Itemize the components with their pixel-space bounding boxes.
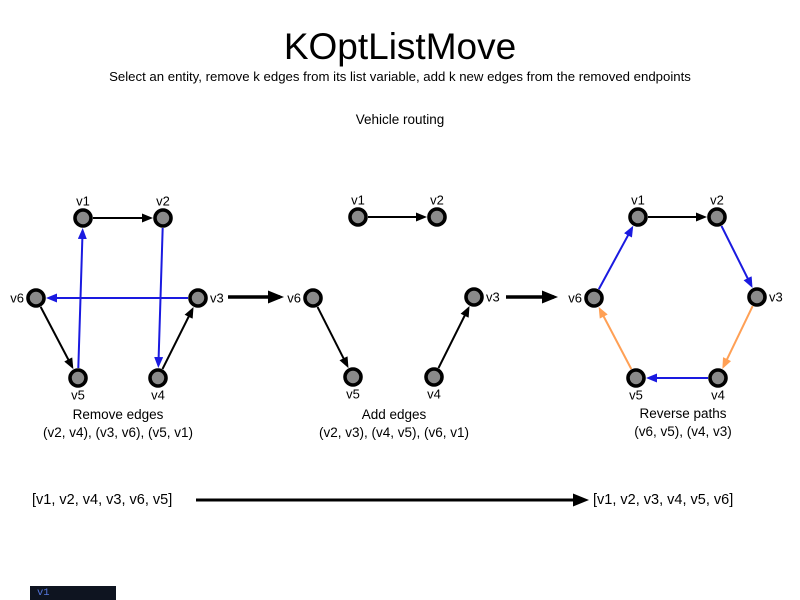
node-label-v3: v3 <box>486 290 500 305</box>
node-v1 <box>628 207 648 227</box>
subtitle: Select an entity, remove k edges from it… <box>109 69 691 84</box>
remove-edges-graph-caption: Remove edges <box>73 407 164 422</box>
page-title: KOptListMove <box>283 26 517 67</box>
node-label-v6: v6 <box>287 291 301 306</box>
node-v1 <box>73 208 93 228</box>
edge-v4-v3 <box>437 305 470 369</box>
node-v5 <box>343 367 363 387</box>
node-label-v2: v2 <box>156 194 170 209</box>
list-before: [v1, v2, v4, v3, v6, v5] <box>32 492 173 508</box>
reverse-paths-graph-detail: (v6, v5), (v4, v3) <box>634 424 732 439</box>
edge-v3-v4 <box>722 305 754 369</box>
node-label-v4: v4 <box>711 388 725 403</box>
node-v2 <box>153 208 173 228</box>
node-v4 <box>148 368 168 388</box>
node-label-v1: v1 <box>76 194 90 209</box>
node-label-v1: v1 <box>351 193 365 208</box>
reverse-paths-graph-caption: Reverse paths <box>639 406 726 421</box>
edge-v2-v4 <box>154 227 164 369</box>
edge-v6-v5 <box>39 306 74 370</box>
node-v6 <box>303 288 323 308</box>
node-v2 <box>427 207 447 227</box>
add-edges-graph-caption: Add edges <box>362 407 427 422</box>
flow-arrows-layer <box>196 290 589 507</box>
code-block-text: v1 <box>37 587 50 599</box>
node-v6 <box>584 288 604 308</box>
list-after: [v1, v2, v3, v4, v5, v6] <box>593 492 734 508</box>
node-v5 <box>68 368 88 388</box>
node-label-v5: v5 <box>71 388 85 403</box>
node-label-v6: v6 <box>10 291 24 306</box>
node-label-v6: v6 <box>568 291 582 306</box>
node-v3 <box>188 288 208 308</box>
node-v5 <box>626 368 646 388</box>
node-label-v3: v3 <box>210 291 224 306</box>
edge-v6-v5 <box>316 306 349 369</box>
section-label: Vehicle routing <box>355 112 445 127</box>
node-v6 <box>26 288 46 308</box>
node-v3 <box>747 287 767 307</box>
edge-v5-v6 <box>598 306 633 370</box>
node-label-v1: v1 <box>631 193 645 208</box>
node-v4 <box>708 368 728 388</box>
remove-edges-graph-detail: (v2, v4), (v3, v6), (v5, v1) <box>43 425 193 440</box>
add-edges-graph-detail: (v2, v3), (v4, v5), (v6, v1) <box>319 425 469 440</box>
node-label-v4: v4 <box>151 388 165 403</box>
node-label-v5: v5 <box>346 387 360 402</box>
edge-v5-v1 <box>77 227 87 369</box>
node-v1 <box>348 207 368 227</box>
code-block-edge: v1 <box>30 586 116 600</box>
node-label-v2: v2 <box>710 193 724 208</box>
node-v3 <box>464 287 484 307</box>
node-v2 <box>707 207 727 227</box>
node-label-v4: v4 <box>427 387 441 402</box>
node-label-v2: v2 <box>430 193 444 208</box>
edge-v2-v3 <box>720 225 753 289</box>
edge-v4-v3 <box>161 306 194 370</box>
node-label-v5: v5 <box>629 388 643 403</box>
node-label-v3: v3 <box>769 290 783 305</box>
node-v4 <box>424 367 444 387</box>
edge-v6-v1 <box>597 225 634 290</box>
